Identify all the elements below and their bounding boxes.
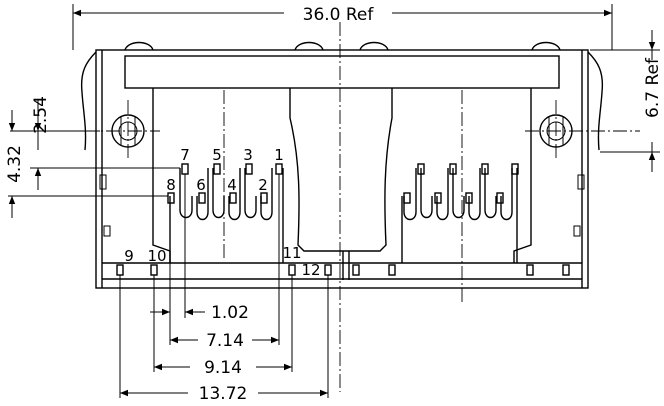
connector-body	[95, 41, 589, 289]
bottom-dimensions: 1.02 7.14 9.14 13.72	[119, 174, 329, 404]
spacing-13-72-label: 13.72	[199, 384, 248, 404]
pin-8-pad	[167, 192, 175, 204]
pin-5-pad	[213, 163, 221, 175]
pin-2-pad	[260, 192, 268, 204]
pin-1-pad	[275, 163, 283, 175]
spacing-1-02-label: 1.02	[211, 303, 249, 323]
pin-labels: 1 2 3 4 5 6 7 8 9 10 11 12	[124, 146, 320, 279]
pin-11-label: 11	[282, 244, 301, 262]
pin-5-label: 5	[212, 146, 222, 164]
height-ref-label: 6.7 Ref	[643, 57, 663, 118]
right-latch-spring	[539, 51, 604, 151]
center-lines	[40, 22, 640, 392]
pin-3-label: 3	[243, 146, 253, 164]
pin-6-pad	[198, 192, 206, 204]
pin-12-label: 12	[301, 261, 320, 279]
spacing-7-14-label: 7.14	[206, 331, 244, 351]
overall-width-dimension: 36.0 Ref	[72, 4, 613, 50]
left-pin-pads	[167, 163, 283, 204]
pin-3-pad	[245, 163, 253, 175]
left-latch-spring	[80, 51, 145, 151]
pin-1-label: 1	[274, 146, 284, 164]
pin-7-label: 7	[180, 146, 190, 164]
pin-7-pad	[181, 163, 189, 175]
pin-12-pad	[324, 264, 332, 276]
spacing-9-14-label: 9.14	[204, 358, 242, 378]
pin-10-label: 10	[147, 247, 166, 265]
right-vertical-dimension: 6.7 Ref	[590, 30, 663, 172]
pin-10-pad	[150, 264, 158, 276]
overall-width-label: 36.0 Ref	[303, 5, 375, 25]
pin-9-label: 9	[124, 247, 134, 265]
pin-11-pad	[288, 264, 296, 276]
pin-6-label: 6	[196, 176, 206, 194]
pin-9-pad	[116, 264, 124, 276]
pin-8-label: 8	[166, 176, 176, 194]
left-contacts	[169, 168, 284, 263]
right-contacts	[401, 163, 519, 263]
pin-2-label: 2	[258, 176, 268, 194]
pin-4-pad	[229, 192, 237, 204]
pin-4-label: 4	[227, 176, 237, 194]
row-pitch-label: 2.54	[31, 96, 51, 134]
left-vertical-dimensions: 2.54 4.32	[5, 96, 180, 218]
row-height-label: 4.32	[5, 145, 25, 183]
